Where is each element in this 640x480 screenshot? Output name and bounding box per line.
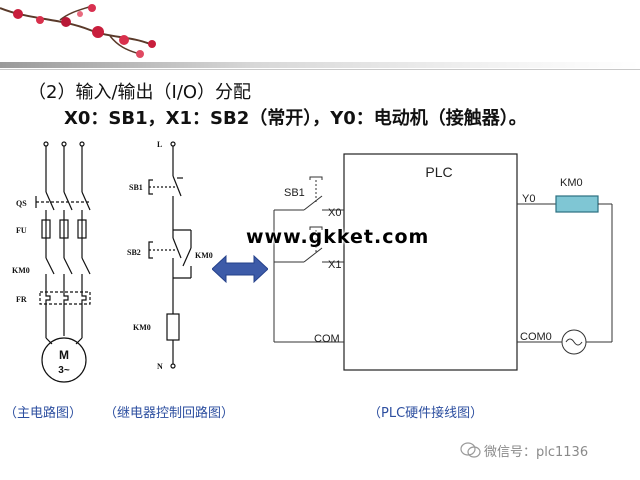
plc-title-label: PLC	[425, 164, 452, 180]
relay-l-label: L	[157, 140, 162, 149]
relay-km0-coil-label: KM0	[133, 323, 151, 332]
main-km0-label: KM0	[12, 266, 30, 275]
plc-com-label: COM	[314, 333, 340, 345]
plc-x0-label: X0	[328, 207, 341, 219]
plc-x1-label: X1	[328, 259, 341, 271]
relay-circuit-caption: （继电器控制回路图）	[104, 406, 235, 421]
main-circuit-diagram: QS FU KM0 FR M 3~	[12, 141, 91, 383]
main-fu-label: FU	[16, 226, 27, 235]
plc-box	[343, 153, 518, 371]
relay-sb1-label: SB1	[129, 183, 143, 192]
relay-km0-contact-label: KM0	[195, 251, 213, 260]
plc-sb1-label: SB1	[284, 187, 305, 199]
plum-blossom-decoration	[0, 4, 156, 58]
plc-km0-label: KM0	[560, 177, 583, 189]
wechat-account-text: 微信号：plc1136	[484, 445, 589, 460]
double-arrow-icon	[212, 254, 268, 284]
plc-wiring-caption: （PLC硬件接线图）	[368, 406, 484, 421]
plc-wiring-diagram: PLC SB1 X0 X1 COM Y0 KM0 COM0	[273, 153, 613, 371]
header-divider	[0, 69, 640, 70]
motor-m-label: M	[59, 348, 69, 362]
plc-y0-label: Y0	[522, 193, 535, 205]
relay-sb2-label: SB2	[127, 248, 141, 257]
plc-com0-label: COM0	[520, 331, 552, 343]
motor-phase-label: 3~	[58, 365, 70, 376]
website-watermark: www.gkket.com	[246, 226, 430, 248]
io-assignment-text: X0：SB1，X1：SB2（常开），Y0：电动机（接触器）。	[64, 108, 527, 129]
wechat-icon	[460, 442, 481, 458]
relay-control-diagram: L SB1 SB2 KM0 KM0 N	[127, 140, 213, 371]
relay-n-label: N	[157, 362, 163, 371]
section-heading: （2）输入/输出（I/O）分配	[28, 82, 252, 103]
main-qs-label: QS	[16, 199, 27, 208]
header-band	[0, 62, 640, 68]
main-fr-label: FR	[16, 295, 27, 304]
km0-coil	[555, 195, 599, 213]
main-circuit-caption: （主电路图）	[4, 406, 83, 421]
